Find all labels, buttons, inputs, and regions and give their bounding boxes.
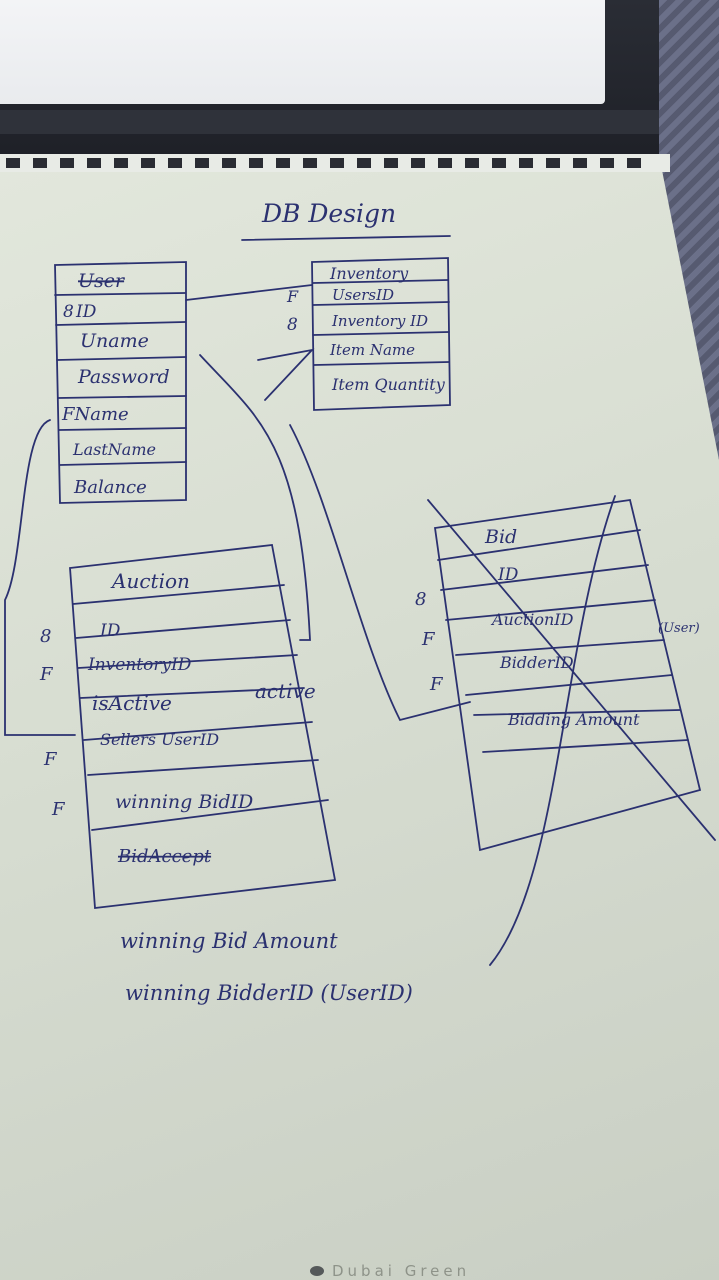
- auction-field-winningbid: winning BidID: [115, 791, 253, 813]
- auction-field-id: ID: [99, 621, 121, 641]
- user-field-uname: Uname: [80, 330, 149, 352]
- laptop-screen: [0, 0, 605, 104]
- user-table-name: User: [78, 270, 126, 292]
- inventory-table-name: Inventory: [329, 264, 409, 283]
- page-title: DB Design: [261, 199, 396, 228]
- bid-key-f2: F: [429, 674, 444, 695]
- auction-active-label: active: [255, 679, 316, 703]
- bid-user-note: (User): [658, 621, 700, 636]
- notebook-page: [0, 160, 719, 1280]
- note-winning-bidder: winning BidderID (UserID): [125, 981, 413, 1005]
- laptop-background: [0, 0, 719, 175]
- user-key-marker: 8: [63, 302, 74, 322]
- auction-key-f1: F: [39, 664, 54, 685]
- bid-key-f1: F: [421, 629, 436, 650]
- inventory-key-pk: 8: [287, 315, 298, 335]
- bid-key-pk: 8: [415, 589, 426, 610]
- bid-field-auctionid: AuctionID: [490, 610, 574, 629]
- notebook-brand: Dubai Green: [310, 1262, 570, 1280]
- inventory-field-itemquantity: Item Quantity: [331, 375, 446, 394]
- brand-text: Dubai Green: [332, 1262, 471, 1280]
- bid-field-bidderid: BidderID: [499, 653, 574, 672]
- auction-key-f2: F: [43, 749, 58, 770]
- auction-field-isactive: isActive: [92, 691, 172, 715]
- auction-key-f3: F: [51, 799, 66, 820]
- bid-field-id: ID: [497, 565, 519, 585]
- brand-logo-icon: [310, 1266, 324, 1276]
- note-winning-bid-amount: winning Bid Amount: [120, 929, 338, 953]
- inventory-key-f: F: [286, 287, 299, 306]
- user-field-lastname: LastName: [72, 440, 156, 459]
- user-field-balance: Balance: [73, 477, 147, 498]
- user-field-fname: FName: [61, 404, 129, 425]
- auction-field-seller: Sellers UserID: [100, 730, 219, 749]
- bid-table-name: Bid: [484, 526, 517, 548]
- inventory-field-usersid: UsersID: [332, 286, 394, 304]
- inventory-field-itemname: Item Name: [329, 341, 415, 359]
- auction-table-name: Auction: [110, 569, 190, 593]
- auction-key-pk: 8: [40, 626, 51, 647]
- auction-field-bidaccept: BidAccept: [117, 846, 212, 867]
- user-field-id: ID: [75, 302, 97, 322]
- laptop-bezel: [0, 110, 670, 134]
- spiral-binding: [0, 154, 670, 172]
- auction-field-inventoryid: InventoryID: [87, 655, 192, 675]
- inventory-field-inventoryid: Inventory ID: [331, 312, 428, 330]
- bid-field-amount: Bidding Amount: [507, 710, 640, 729]
- user-field-password: Password: [77, 366, 170, 388]
